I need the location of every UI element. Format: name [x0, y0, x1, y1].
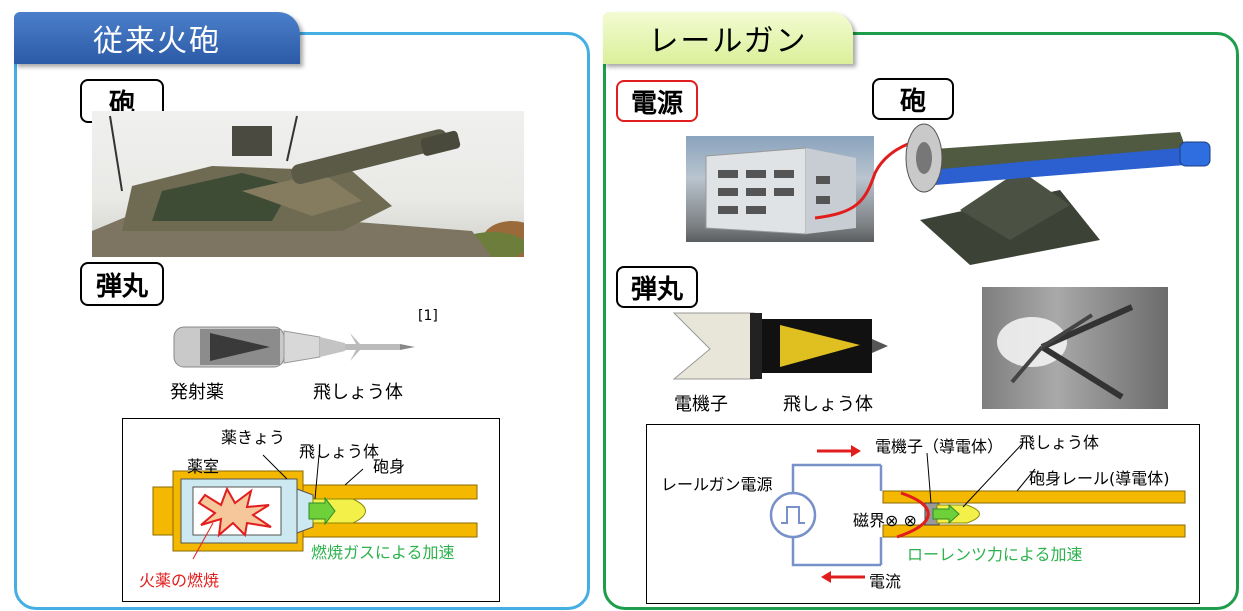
- propellant-caption: 発射薬: [170, 382, 224, 403]
- tank-illustration: [92, 115, 524, 257]
- armature-caption: 電機子: [674, 394, 728, 415]
- railgun-gun-label: 砲: [872, 78, 954, 120]
- conventional-diagram-drawing: [152, 454, 478, 560]
- railgun-diagram-projectile-label: 飛しょう体: [1019, 433, 1100, 452]
- power-label: 電源: [616, 80, 698, 122]
- ammo-label: 弾丸: [80, 262, 164, 306]
- conventional-gun-title: 従来火砲: [14, 12, 300, 64]
- railgun-launcher-photo: [900, 110, 1228, 268]
- barrel-label: 砲身: [373, 457, 406, 476]
- railgun-gun-label-text: 砲: [899, 86, 926, 117]
- railgun-diagram-drawing: [769, 442, 1186, 583]
- power-label-text: 電源: [630, 88, 683, 119]
- current-label: 電流: [869, 572, 902, 591]
- cartridge-case-label: 薬きょう: [221, 428, 286, 447]
- railgun-ammo-label-text: 弾丸: [630, 274, 683, 305]
- projectile-flight-illustration: [997, 304, 1134, 400]
- power-supply-photo: [686, 136, 874, 242]
- railgun-title: レールガン: [603, 12, 853, 64]
- lorentz-force-label: ローレンツ力による加速: [907, 545, 1083, 564]
- railgun-title-text: レールガン: [648, 24, 808, 59]
- power-supply-illustration: [705, 147, 856, 235]
- citation-marker: [1]: [418, 308, 438, 324]
- power-supply-label: レールガン電源: [661, 475, 773, 494]
- railgun-launcher-illustration: [905, 123, 1211, 265]
- railgun-projectile-caption: 飛しょう体: [783, 394, 873, 415]
- gas-acceleration-label: 燃焼ガスによる加速: [311, 543, 455, 562]
- rail-label: 砲身レール(導電体): [1029, 469, 1170, 488]
- railgun-ammo-label: 弾丸: [616, 266, 698, 308]
- power-cable: [814, 137, 926, 220]
- conventional-gun-diagram: 薬きょう 飛しょう体 薬室 砲身 燃焼ガスによる加速 火薬の燃焼: [122, 418, 500, 602]
- chamber-label: 薬室: [187, 457, 220, 476]
- tank-photo: [92, 111, 524, 257]
- projectile-caption: 飛しょう体: [313, 382, 403, 403]
- diagram-projectile-label: 飛しょう体: [299, 442, 380, 461]
- projectile-flight-photo: [982, 287, 1168, 409]
- armature-photo: [672, 312, 888, 380]
- armature-label: 電機子（導電体）: [875, 437, 1004, 456]
- conventional-gun-title-text: 従来火砲: [93, 24, 221, 59]
- propellant-burn-label: 火薬の燃焼: [139, 571, 220, 590]
- conventional-shell-image: [173, 326, 415, 368]
- railgun-diagram: 電機子（導電体） 飛しょう体 レールガン電源 砲身レール(導電体) 磁界⊗ ⊗ …: [646, 424, 1200, 604]
- magnetic-field-label: 磁界⊗ ⊗: [853, 511, 917, 530]
- ammo-label-text: 弾丸: [95, 271, 148, 302]
